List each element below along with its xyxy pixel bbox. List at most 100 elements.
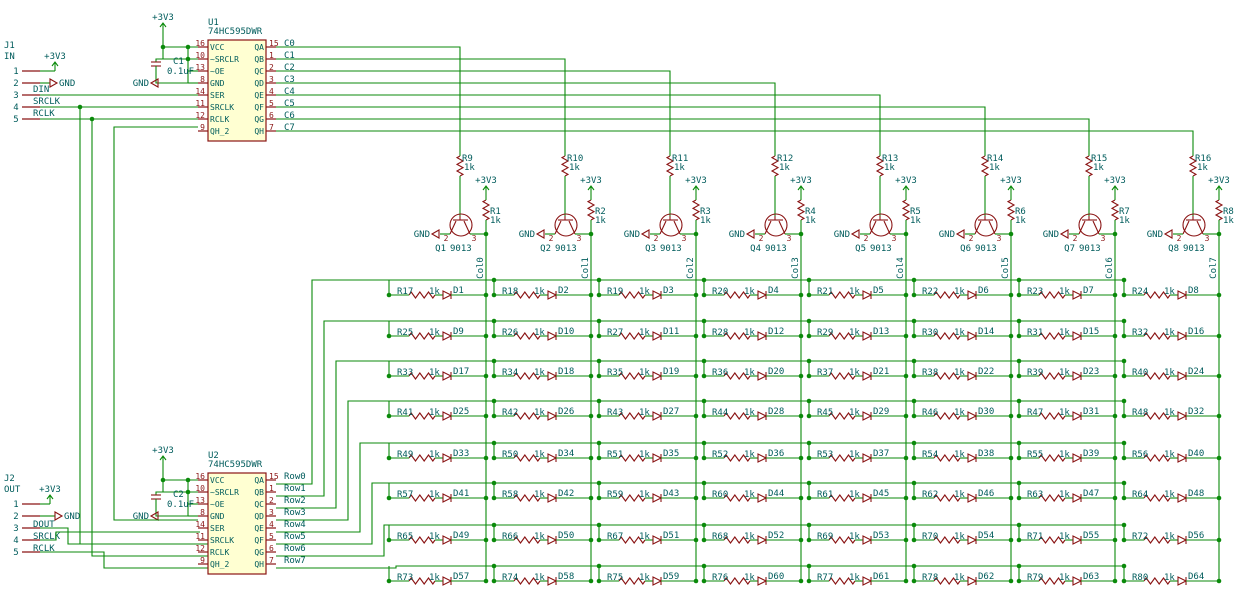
led-resistor-ref: R65 [397, 532, 413, 542]
transistor-body [659, 213, 683, 237]
led-resistor-ref: R18 [502, 287, 518, 297]
led-ref: D31 [1083, 407, 1099, 417]
net-label: Row2 [284, 496, 306, 506]
transistor-value: 9013 [765, 244, 787, 254]
led-triangle [1177, 535, 1188, 545]
gnd-label: GND [1043, 230, 1059, 240]
led-resistor-value: 1k [849, 328, 860, 338]
pin-number: 4 [269, 520, 274, 529]
led-resistor-value: 1k [954, 368, 965, 378]
pin-number: 16 [195, 39, 205, 48]
junction-dot [160, 44, 166, 50]
led-ref: D9 [453, 327, 464, 337]
led-resistor-ref: R25 [397, 328, 413, 338]
led-resistor-value: 1k [429, 328, 440, 338]
gnd-symbol: GND [624, 229, 650, 240]
pin-number: 11 [195, 532, 205, 541]
led-resistor-ref: R54 [922, 450, 938, 460]
junction-dot [798, 333, 804, 339]
led-ref: D25 [453, 407, 469, 417]
junction-dot [1112, 455, 1118, 461]
pin-name: QD [254, 79, 264, 88]
led-resistor-ref: R66 [502, 532, 518, 542]
led-resistor-value: 1k [954, 532, 965, 542]
led-resistor-value: 1k [1164, 328, 1175, 338]
power-3v3-symbol: +3V3 [685, 176, 707, 195]
pin-number: 3 [269, 508, 274, 517]
gnd-triangle [430, 229, 440, 239]
junction-dot [483, 537, 489, 543]
junction-dot [1112, 495, 1118, 501]
led-ref: D46 [978, 489, 994, 499]
transistor-ref: Q8 [1168, 244, 1179, 254]
connector-ref: J2 [4, 474, 15, 484]
led-ref: D11 [663, 327, 679, 337]
power-3v3-label: +3V3 [1104, 176, 1126, 186]
power-3v3-label: +3V3 [1000, 176, 1022, 186]
pin-number: 6 [269, 544, 274, 553]
led-ref: D56 [1188, 531, 1204, 541]
pin-name: QC [254, 67, 264, 76]
gnd-symbol: GND [133, 511, 159, 522]
pin-number: 10 [195, 484, 205, 493]
u1-to-u2-chain [113, 126, 198, 521]
led-resistor-value: 1k [954, 573, 965, 583]
led-triangle [757, 535, 768, 545]
led-ref: D2 [558, 286, 569, 296]
pin-number: 1 [269, 484, 274, 493]
led-ref: D53 [873, 531, 889, 541]
collector-resistor-ref: R5 [910, 207, 921, 217]
led-resistor-ref: R80 [1132, 573, 1148, 583]
led-cell: R25 1k D9 [386, 321, 489, 341]
junction-dot [1216, 495, 1222, 501]
gnd-triangle [745, 229, 755, 239]
led-resistor-ref: R20 [712, 287, 728, 297]
led-ref: D22 [978, 367, 994, 377]
led-resistor-value: 1k [639, 287, 650, 297]
collector-resistor-value: 1k [490, 216, 501, 226]
led-resistor-ref: R49 [397, 450, 413, 460]
led-resistor-value: 1k [429, 573, 440, 583]
collector-resistor-ref: R8 [1223, 207, 1234, 217]
gnd-label: GND [624, 230, 640, 240]
led-ref: D49 [453, 531, 469, 541]
gnd-label: GND [133, 512, 149, 522]
junction-dot [903, 578, 909, 584]
gnd-symbol: GND [519, 229, 545, 240]
junction-dot [903, 292, 909, 298]
led-resistor-value: 1k [1164, 287, 1175, 297]
junction-dot [1112, 537, 1118, 543]
pin-number: 2 [864, 234, 869, 243]
gnd-symbol: GND [54, 511, 80, 522]
power-3v3-symbol: +3V3 [152, 446, 174, 465]
pin-name: RCLK [210, 115, 229, 124]
led-triangle [1177, 290, 1188, 300]
pin-number: 2 [444, 234, 449, 243]
led-resistor-value: 1k [1059, 408, 1070, 418]
pin-name: VCC [210, 43, 225, 52]
junction-dot [1216, 413, 1222, 419]
pin-number: 2 [969, 234, 974, 243]
pin-number: 3 [787, 234, 792, 243]
net-label: Row4 [284, 520, 306, 530]
junction-dot [483, 495, 489, 501]
led-resistor-ref: R27 [607, 328, 623, 338]
led-resistor-ref: R64 [1132, 490, 1148, 500]
led-ref: D16 [1188, 327, 1204, 337]
pin-number: 2 [1073, 234, 1078, 243]
junction-dot [693, 292, 699, 298]
junction-dot [798, 292, 804, 298]
gnd-triangle [850, 229, 860, 239]
led-triangle [1177, 411, 1188, 421]
led-ref: D35 [663, 449, 679, 459]
